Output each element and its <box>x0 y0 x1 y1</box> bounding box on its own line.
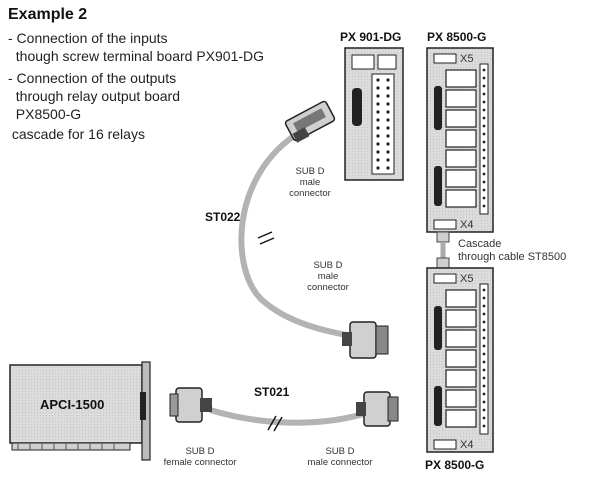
subd-connector-top <box>284 100 336 143</box>
subd-connector-bottom <box>356 391 399 427</box>
bottom-connector-label: SUB D male connector <box>307 446 373 468</box>
px901-dg-label: PX 901-DG <box>340 30 402 44</box>
top-connector-label: SUB D male connector <box>289 166 331 199</box>
subd-connector-female <box>169 387 212 423</box>
bullet-inputs: - Connection of the inputs <box>8 30 168 46</box>
cascade-cable-label: through cable ST8500 <box>458 251 567 263</box>
bullet-cascade: cascade for 16 relays <box>8 126 145 142</box>
example-title: Example 2 <box>8 6 88 23</box>
px901-dg-board <box>344 47 404 181</box>
bullet-outputs: - Connection of the outputs <box>8 70 177 86</box>
st021-label: ST021 <box>254 385 290 399</box>
cascade-label: Cascade <box>458 238 502 250</box>
px8500-g-board-bottom <box>426 267 494 453</box>
subd-connector-mid <box>342 321 389 359</box>
bullet-outputs-board: PX8500-G <box>8 106 82 122</box>
px8500-g-top-label: PX 8500-G <box>427 30 487 44</box>
x4-top-label: X4 <box>460 219 474 231</box>
apci-1500-card <box>9 361 151 461</box>
st022-break-mark-2 <box>259 237 275 245</box>
cascade-cable <box>436 231 450 269</box>
st022-label: ST022 <box>205 210 241 224</box>
bullet-outputs-detail: through relay output board <box>8 88 181 104</box>
st021-cable <box>209 407 371 426</box>
x5-top-label: X5 <box>460 53 474 65</box>
female-connector-label: SUB D female connector <box>163 446 237 468</box>
st021-break-mark-1 <box>267 415 277 431</box>
bullet-inputs-detail: though screw terminal board PX901-DG <box>8 48 265 64</box>
st021-break-mark-2 <box>273 416 283 432</box>
mid-connector-label: SUB D male connector <box>307 260 349 293</box>
px8500-g-bottom-label: PX 8500-G <box>425 458 485 472</box>
st022-cable <box>238 129 363 341</box>
px8500-g-board-top <box>426 47 494 233</box>
x5-bottom-label: X5 <box>460 273 474 285</box>
apci-1500-label: APCI-1500 <box>40 397 105 412</box>
x4-bottom-label: X4 <box>460 439 474 451</box>
st022-break-mark-1 <box>257 231 273 239</box>
